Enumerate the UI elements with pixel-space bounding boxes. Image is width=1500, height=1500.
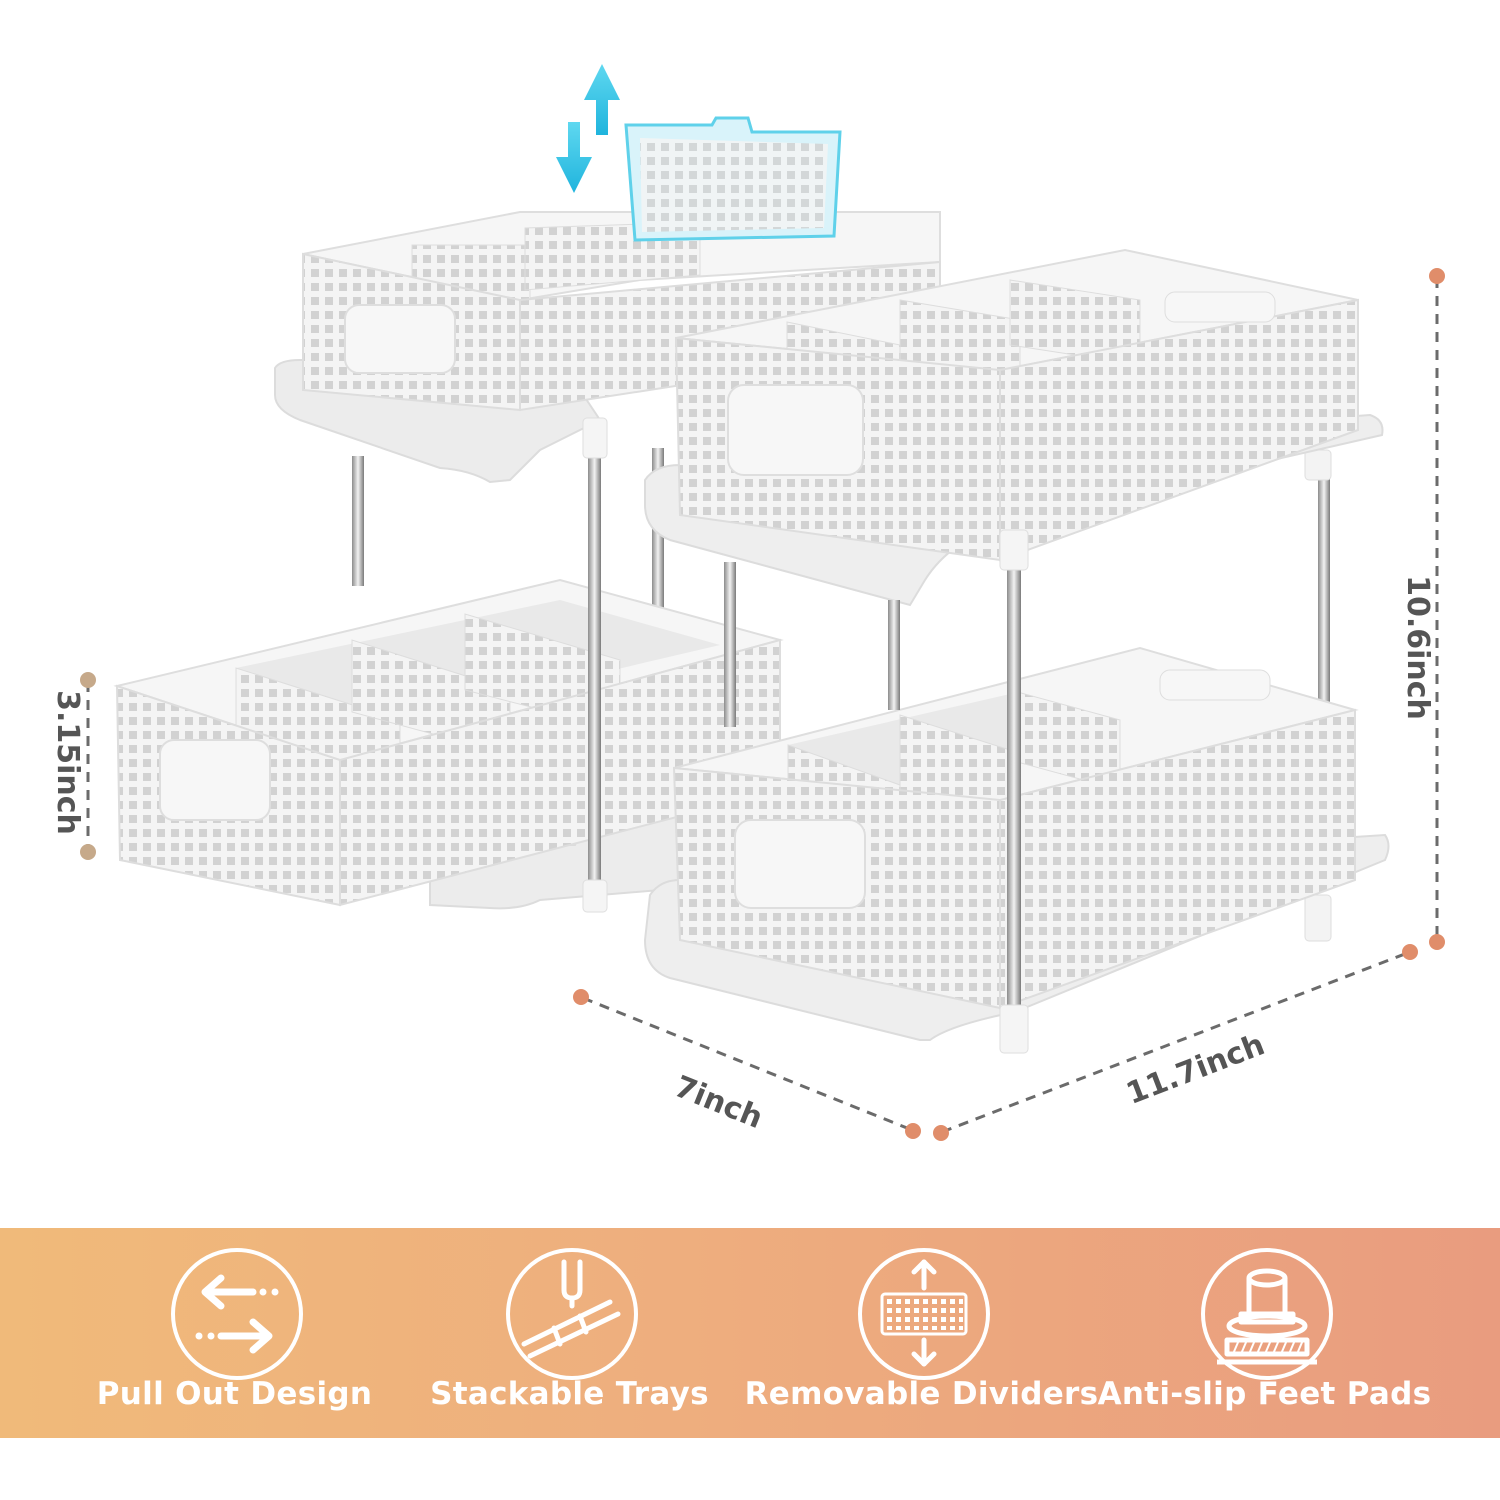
dim-dot	[1402, 944, 1418, 960]
product-illustration	[80, 64, 1445, 1141]
depth-dimension-line	[582, 996, 913, 1132]
feature-label: Pull Out Design	[96, 1376, 373, 1412]
cyan-up-down-arrow-icon	[556, 64, 620, 193]
feature-removable-dividers: Removable Dividers	[734, 1228, 1109, 1438]
height-dimension-label: 10.6inch	[1399, 575, 1435, 720]
width-dimension-line	[941, 950, 1411, 1134]
feature-label: Stackable Trays	[430, 1376, 709, 1412]
dim-dot	[80, 844, 96, 860]
dim-dot	[933, 1125, 949, 1141]
right-organizer-unit	[643, 248, 1390, 1054]
feature-stackable-trays: Stackable Trays	[382, 1228, 757, 1438]
left-pole-front-right	[588, 450, 601, 910]
dimension-lines	[86, 278, 1439, 1134]
dim-dot	[1429, 268, 1445, 284]
dim-dot	[80, 672, 96, 688]
feature-anti-slip-feet: Anti-slip Feet Pads	[1077, 1228, 1452, 1438]
feature-label: Removable Dividers	[744, 1376, 1099, 1412]
tier-height-dimension-label: 3.15inch	[49, 690, 85, 835]
product-stage: 10.6inch 3.15inch 7inch 11.7inch	[49, 64, 1445, 1141]
left-lower-basket	[113, 578, 784, 907]
left-pole-front-left	[352, 456, 364, 586]
stackable-trays-icon	[505, 1248, 638, 1380]
dim-dot	[905, 1123, 921, 1139]
right-pole-mid	[888, 600, 900, 710]
lifted-divider	[624, 116, 842, 242]
right-pole-front	[1007, 560, 1021, 1040]
pull-out-arrows-icon	[170, 1248, 303, 1380]
left-organizer-unit	[113, 116, 941, 913]
right-pole-back-left	[724, 562, 736, 727]
removable-divider-icon	[857, 1248, 990, 1380]
anti-slip-feet-icon	[1200, 1248, 1333, 1380]
dim-dot	[1429, 934, 1445, 950]
feature-banner: Pull Out Design Stackable Trays	[0, 1228, 1500, 1438]
dim-dot	[573, 989, 589, 1005]
right-upper-basket	[674, 248, 1359, 562]
feature-pull-out-design: Pull Out Design	[47, 1228, 422, 1438]
feature-label: Anti-slip Feet Pads	[1097, 1376, 1432, 1412]
